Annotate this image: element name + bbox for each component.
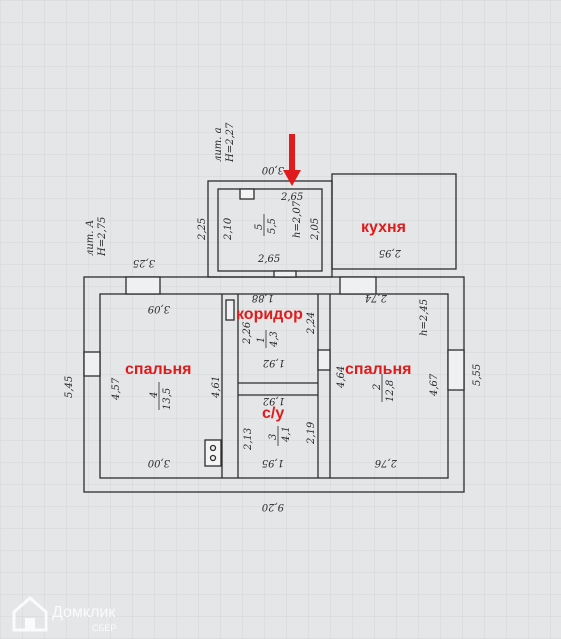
dim-corridor-left: 2,26 xyxy=(242,321,253,345)
room2-number: 2 xyxy=(372,384,383,391)
dim-annex-inner-top: 2,65 xyxy=(280,192,303,203)
room1-number: 1 xyxy=(256,337,267,343)
room3-number: 3 xyxy=(268,434,279,440)
room5-area: 5,5 xyxy=(267,218,278,234)
dim-bedroom-right-top: 2,74 xyxy=(365,292,388,303)
room2-area: 12,8 xyxy=(385,380,396,402)
dim-corridor-top: 1,88 xyxy=(252,292,274,303)
room3-area: 4,1 xyxy=(281,426,292,443)
dim-corridor-right: 2,24 xyxy=(306,312,317,335)
dim-bedroom-left-top: 3,09 xyxy=(147,303,170,314)
lit-a-label: лит. а xyxy=(213,127,224,162)
lit-A-label: лит. А xyxy=(85,220,96,256)
dim-bedroom-left-bottom: 3,00 xyxy=(147,457,170,468)
dim-annex-inner-bottom: 2,65 xyxy=(257,254,280,265)
dim-main-right: 5,55 xyxy=(472,364,483,386)
arrow-down-icon xyxy=(283,134,301,186)
room4-area: 13,5 xyxy=(162,388,173,410)
dim-bathroom-left: 2,13 xyxy=(243,428,254,451)
dim-bedroom-right-left: 4,64 xyxy=(336,366,347,389)
dim-bathroom-bottom: 1,95 xyxy=(262,457,284,468)
dim-annex-top: 3,00 xyxy=(261,164,284,175)
kitchen-walls xyxy=(331,173,457,270)
kitchen-outer xyxy=(331,173,457,270)
room4-number: 4 xyxy=(149,392,160,399)
dim-bedroom-right-bottom: 2,76 xyxy=(374,457,398,468)
kitchen-label: кухня xyxy=(361,219,406,236)
dim-annex-height: h=2,07 xyxy=(292,200,303,238)
dim-annex-outer-left: 2,25 xyxy=(197,218,208,241)
bedroom-left-label: спальня xyxy=(125,361,191,378)
dim-bathroom-right: 2,19 xyxy=(306,421,317,445)
room1-area: 4,3 xyxy=(269,331,280,348)
domclick-logo-icon xyxy=(12,596,48,632)
dim-bedroom-left-right: 4,61 xyxy=(211,376,222,399)
bathroom-label: с/у xyxy=(262,405,284,422)
dim-bathroom-top: 1,92 xyxy=(263,395,285,406)
dim-main-bottom: 9,20 xyxy=(261,501,284,512)
lit-a-height: H=2,27 xyxy=(225,122,236,163)
bedroom-right-label: спальня xyxy=(345,361,411,378)
dim-bedroom-left-left: 4,57 xyxy=(111,377,122,401)
dim-annex-inner-left: 2,10 xyxy=(223,217,234,241)
lit-A-height: H=2,75 xyxy=(97,217,108,257)
corridor-label: коридор xyxy=(236,306,303,323)
dim-bedroom-right-height: h=2,45 xyxy=(419,299,430,336)
annex-inner xyxy=(217,188,323,272)
dim-bedroom-right-right: 4,67 xyxy=(429,373,440,397)
dim-kitchen: 2,95 xyxy=(379,247,402,258)
watermark: Домклик СБЕР xyxy=(12,596,116,633)
main-walls xyxy=(83,276,465,493)
dim-annex-inner-right: 2,05 xyxy=(310,218,321,241)
dim-corridor-bottom: 1,92 xyxy=(263,357,285,368)
dim-main-top-left: 3,25 xyxy=(133,257,155,268)
watermark-brand: Домклик xyxy=(52,604,116,621)
watermark-sub: СБЕР xyxy=(92,623,116,633)
dim-main-left: 5,45 xyxy=(64,376,75,398)
room5-number: 5 xyxy=(254,224,265,230)
